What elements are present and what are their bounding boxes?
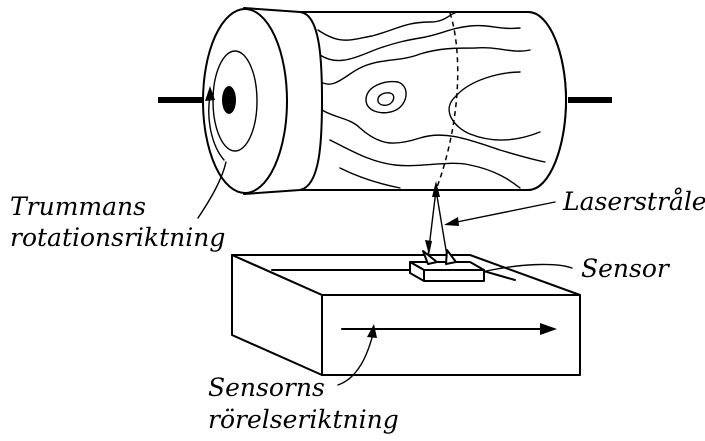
laser-beams xyxy=(425,181,556,257)
drum-left-end-face xyxy=(202,8,288,194)
drum-hub xyxy=(222,86,236,114)
drum-barrel xyxy=(299,11,567,191)
label-drum-rotation-line2: rotationsriktning xyxy=(10,223,225,252)
stage-side-face xyxy=(231,254,323,376)
label-sensor-motion-line1: Sensorns xyxy=(208,373,325,402)
label-sensor-motion-line2: rörelseriktning xyxy=(208,405,399,434)
drum-wood-grain xyxy=(317,12,546,189)
label-drum-rotation-line1: Trummans xyxy=(10,192,146,221)
sensor-stage xyxy=(231,254,581,376)
label-laser-beam: Laserstråle xyxy=(562,187,705,216)
drum-left-end-ring xyxy=(212,50,258,152)
stage-front-face xyxy=(321,294,581,376)
rotation-arrow xyxy=(208,95,225,161)
motion-leader-arrowhead xyxy=(367,324,377,338)
sensor-block xyxy=(409,249,485,282)
drum xyxy=(202,7,567,195)
motion-arrowhead xyxy=(540,323,557,335)
label-sensor: Sensor xyxy=(581,254,671,283)
drum-scan-line xyxy=(435,12,459,191)
sensor-leader xyxy=(485,263,573,272)
rotation-leader xyxy=(197,161,227,219)
rotation-arrowhead xyxy=(205,86,215,101)
